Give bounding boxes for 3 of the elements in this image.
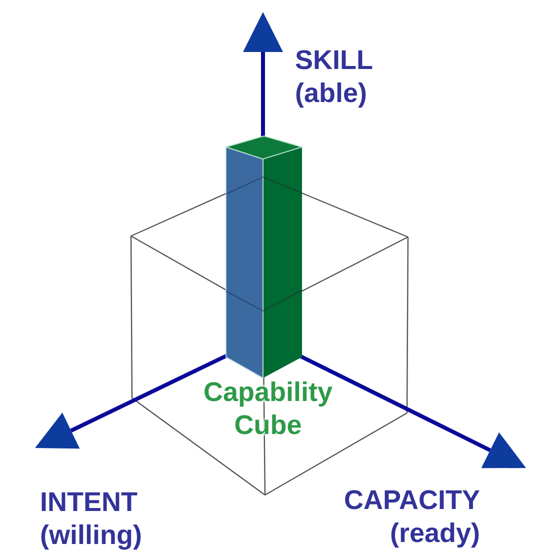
axis-label: SKILL (able) bbox=[295, 44, 374, 110]
axis-label: INTENT (willing) bbox=[40, 486, 143, 552]
axis-label: CAPACITY (ready) bbox=[342, 484, 480, 550]
